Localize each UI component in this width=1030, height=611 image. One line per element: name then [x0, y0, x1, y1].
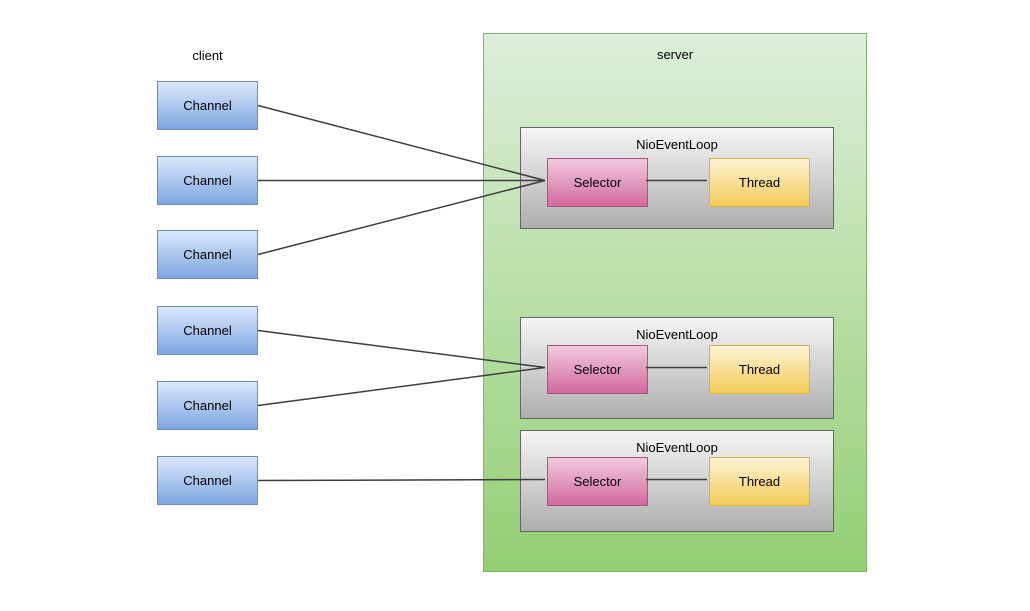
server-group-label: server: [656, 47, 694, 62]
nio-event-loop-box-2: NioEventLoop Selector Thread: [520, 317, 834, 419]
channel-label: Channel: [183, 247, 232, 262]
server-group: server NioEventLoop Selector Thread NioE…: [483, 33, 867, 572]
channel-label: Channel: [183, 398, 232, 413]
selector-box-2: Selector: [547, 345, 648, 394]
selector-box-3: Selector: [547, 457, 648, 506]
thread-label: Thread: [738, 362, 781, 377]
channel-label: Channel: [183, 98, 232, 113]
thread-box-3: Thread: [709, 457, 810, 506]
channel-box-1: Channel: [157, 81, 258, 130]
selector-label: Selector: [573, 175, 622, 190]
nio-event-loop-box-3: NioEventLoop Selector Thread: [520, 430, 834, 532]
nio-event-loop-box-1: NioEventLoop Selector Thread: [520, 127, 834, 229]
channel-label: Channel: [183, 473, 232, 488]
thread-box-2: Thread: [709, 345, 810, 394]
channel-label: Channel: [183, 323, 232, 338]
selector-label: Selector: [573, 474, 622, 489]
thread-box-1: Thread: [709, 158, 810, 207]
channel-box-6: Channel: [157, 456, 258, 505]
nio-event-loop-title: NioEventLoop: [636, 440, 718, 455]
thread-label: Thread: [738, 474, 781, 489]
thread-label: Thread: [738, 175, 781, 190]
channel-box-3: Channel: [157, 230, 258, 279]
nio-event-loop-title: NioEventLoop: [636, 137, 718, 152]
nio-event-loop-title: NioEventLoop: [636, 327, 718, 342]
channel-box-5: Channel: [157, 381, 258, 430]
client-group-label: client: [192, 48, 223, 63]
channel-box-4: Channel: [157, 306, 258, 355]
selector-box-1: Selector: [547, 158, 648, 207]
channel-box-2: Channel: [157, 156, 258, 205]
selector-label: Selector: [573, 362, 622, 377]
channel-label: Channel: [183, 173, 232, 188]
